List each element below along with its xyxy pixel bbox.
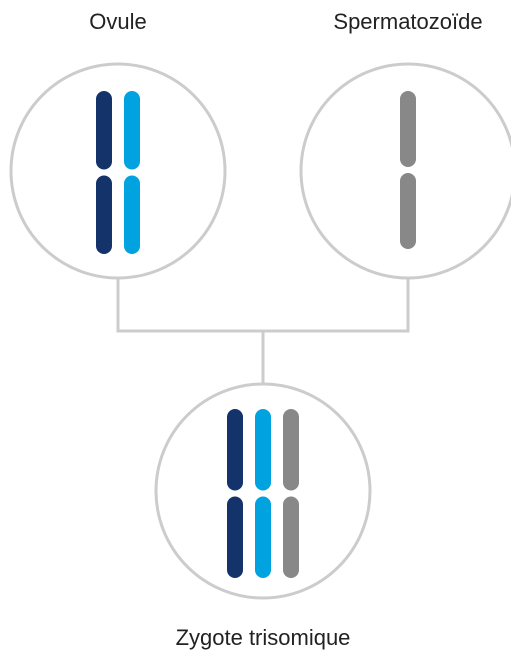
sperm-chromosome-grey	[400, 91, 416, 249]
chromosome-lower-arm	[283, 496, 299, 578]
zygote-chromosome-light-blue	[255, 409, 271, 578]
ovule-label: Ovule	[89, 9, 147, 34]
ovule-chromosome-dark-blue	[96, 91, 112, 254]
ovule-cell	[9, 62, 227, 280]
connector-lines	[116, 279, 410, 384]
chromosome-group	[96, 91, 416, 578]
chromosome-upper-arm	[96, 91, 112, 170]
chromosome-lower-arm	[96, 175, 112, 254]
sperm-label: Spermatozoïde	[333, 9, 483, 34]
chromosome-lower-arm	[400, 173, 416, 249]
zygote-chromosome-grey	[283, 409, 299, 578]
chromosome-upper-arm	[283, 409, 299, 491]
zygote-chromosome-dark-blue	[227, 409, 243, 578]
chromosome-lower-arm	[255, 496, 271, 578]
sperm-cell	[299, 62, 511, 280]
chromosome-upper-arm	[227, 409, 243, 491]
ovule-chromosome-light-blue	[124, 91, 140, 254]
chromosome-upper-arm	[124, 91, 140, 170]
zygote-label: Zygote trisomique	[175, 625, 351, 650]
parent-connector	[116, 279, 410, 333]
chromosome-lower-arm	[227, 496, 243, 578]
zygote-cell	[154, 382, 372, 600]
chromosome-upper-arm	[255, 409, 271, 491]
chromosome-upper-arm	[400, 91, 416, 167]
chromosome-lower-arm	[124, 175, 140, 254]
